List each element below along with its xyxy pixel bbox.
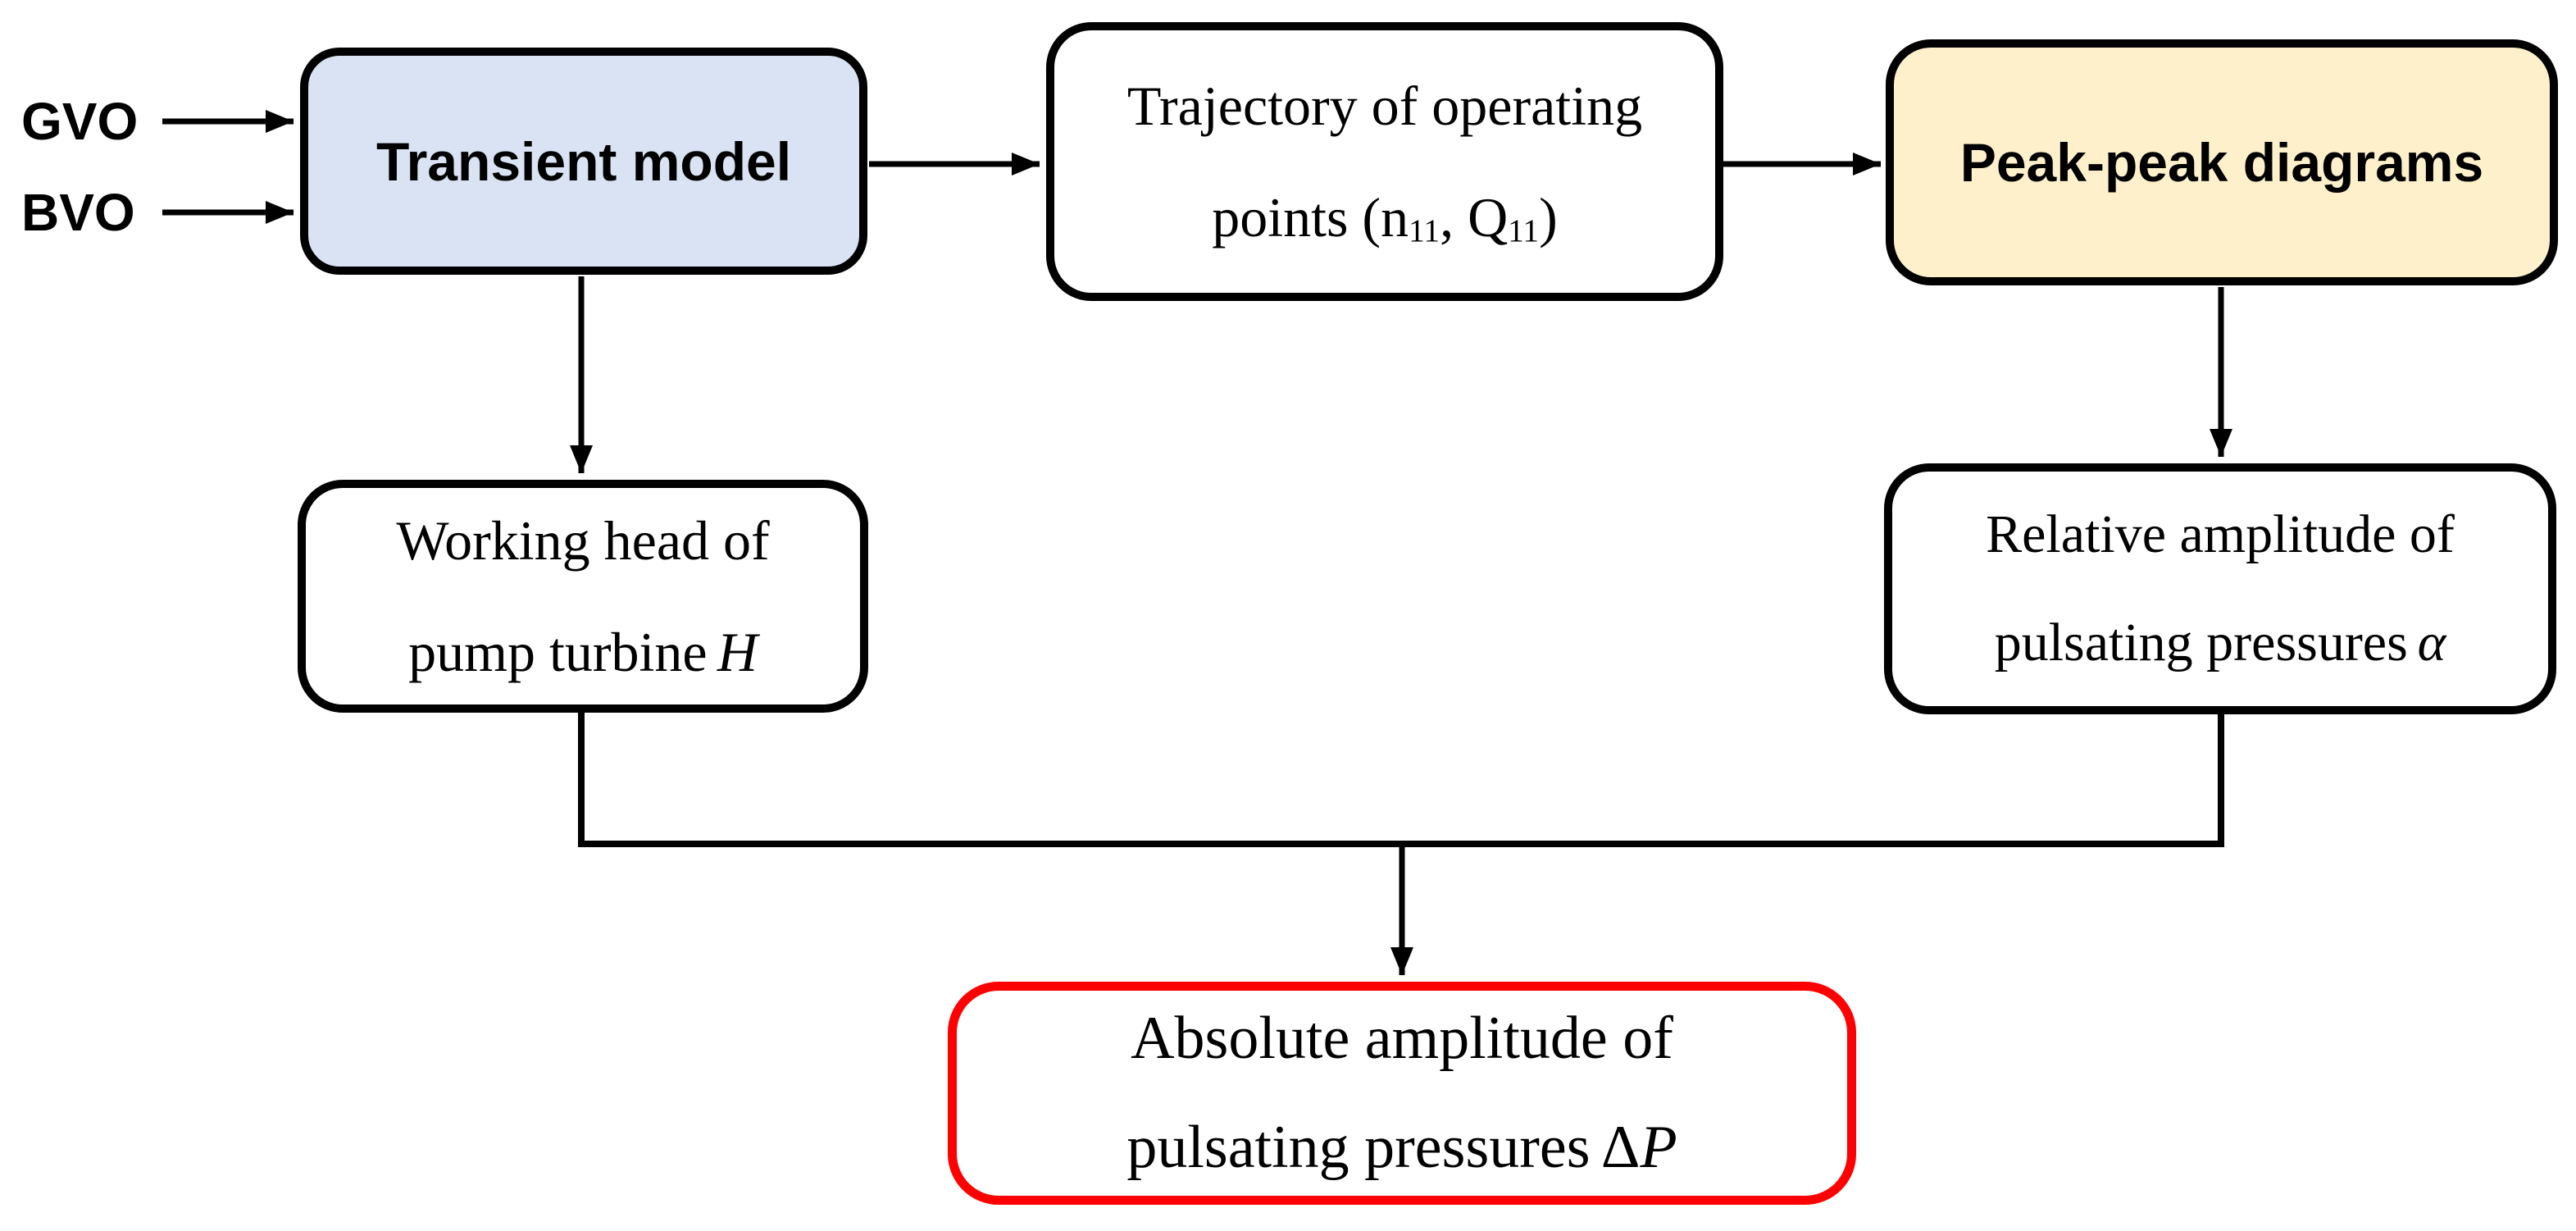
working-head-line2-text: pump turbine	[408, 621, 708, 683]
input-label-bvo: BVO	[21, 183, 135, 242]
box-absolute-amplitude: Absolute amplitude of pulsating pressure…	[948, 982, 1856, 1205]
absolute-amplitude-line2-text: pulsating pressures	[1126, 1114, 1591, 1181]
absolute-amplitude-delta: Δ	[1600, 1114, 1641, 1181]
box-peak-peak-diagrams: Peak-peak diagrams	[1886, 39, 2558, 285]
trajectory-label-line2: points (n11, Q11)	[1212, 162, 1558, 273]
relative-amplitude-line2-text: pulsating pressures	[1994, 613, 2408, 672]
trajectory-q11-subscript: 11	[1508, 212, 1540, 248]
trajectory-line2-close-paren: )	[1539, 186, 1558, 248]
box-trajectory-of-operating-points: Trajectory of operating points (n11, Q11…	[1046, 22, 1723, 301]
trajectory-n11-subscript: 11	[1409, 212, 1440, 248]
absolute-amplitude-symbol-P: P	[1640, 1114, 1677, 1181]
absolute-amplitude-label-line1: Absolute amplitude of	[1131, 1004, 1673, 1072]
trajectory-label-line1: Trajectory of operating	[1126, 75, 1643, 137]
box-relative-amplitude: Relative amplitude of pulsating pressure…	[1884, 463, 2556, 714]
trajectory-line2-text: points (n	[1212, 186, 1409, 248]
working-head-label-line1: Working head of	[396, 509, 770, 572]
trajectory-line2-comma: , Q	[1440, 186, 1509, 248]
transient-model-label: Transient model	[375, 130, 792, 192]
relative-amplitude-label-line1: Relative amplitude of	[1986, 504, 2455, 564]
connector-merge-line	[578, 711, 2224, 847]
box-transient-model: Transient model	[300, 48, 867, 275]
peak-peak-label: Peak-peak diagrams	[1959, 132, 2484, 193]
working-head-symbol-H: H	[717, 621, 758, 683]
relative-amplitude-symbol-alpha: α	[2417, 613, 2446, 672]
input-label-gvo: GVO	[21, 92, 139, 151]
